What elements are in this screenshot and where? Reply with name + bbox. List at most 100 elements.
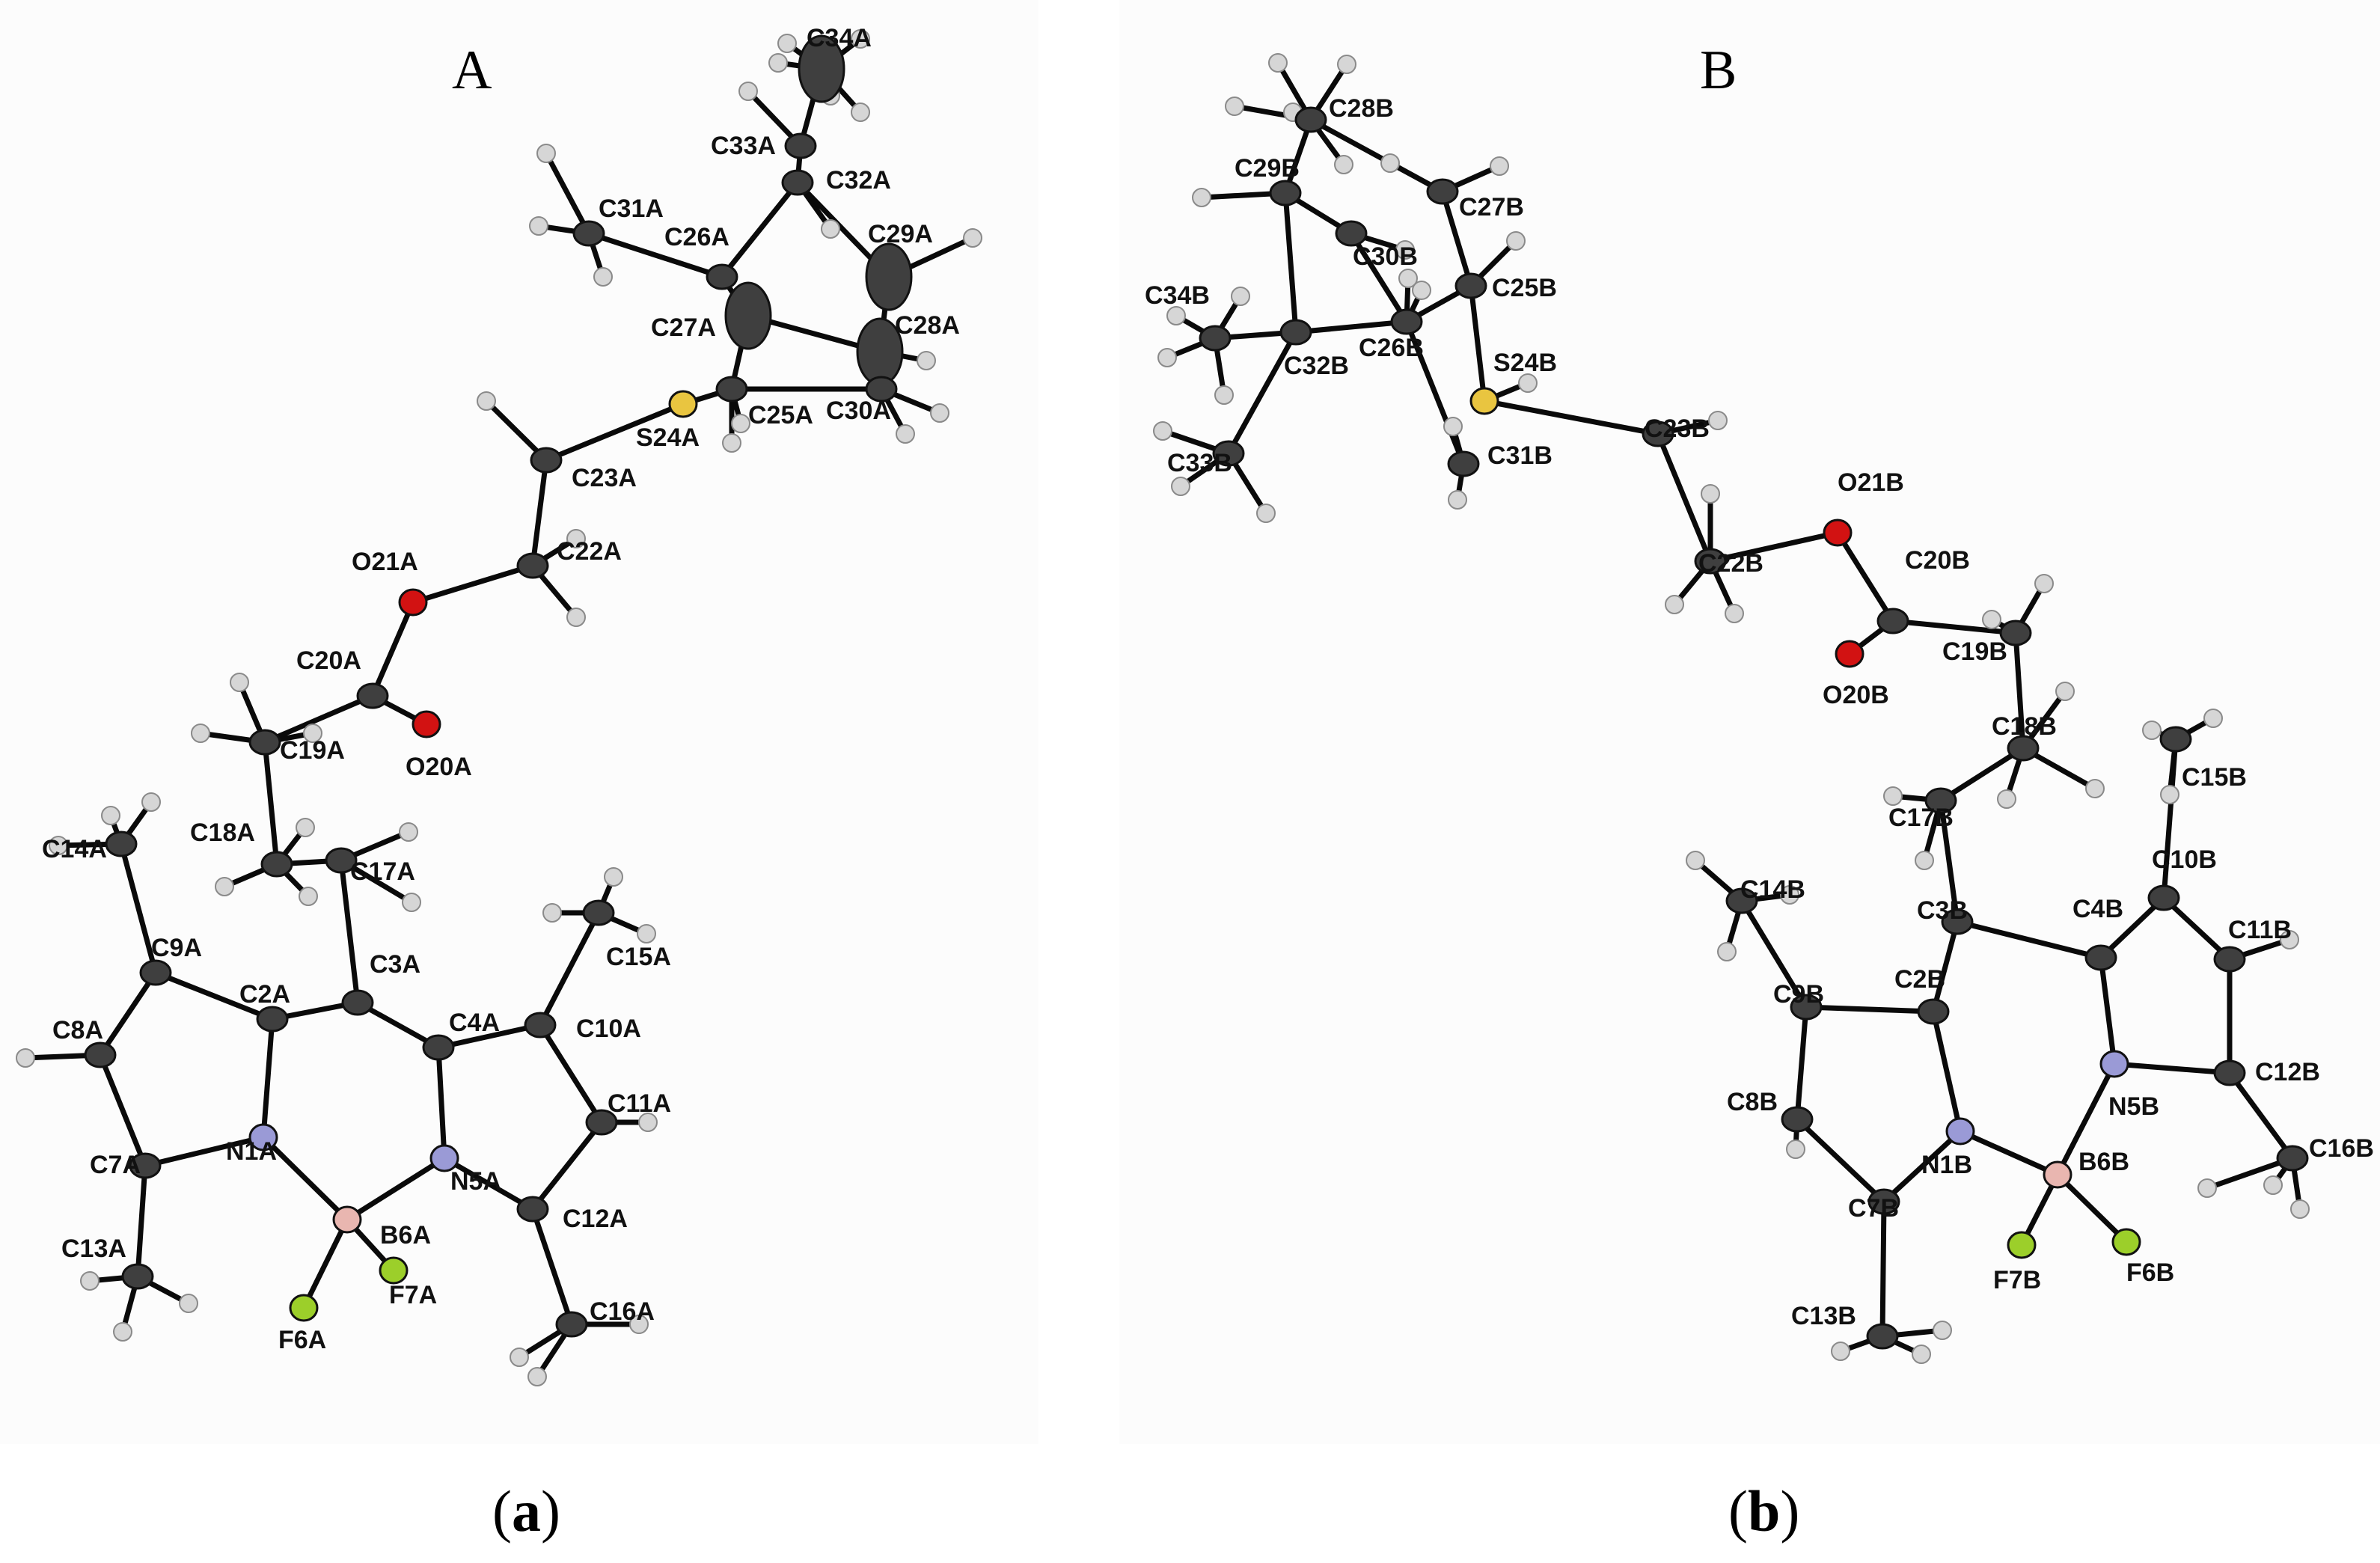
mol-b-atom-c28b	[1294, 106, 1327, 133]
mol-b-bond-c17b-c3b	[1938, 798, 1960, 925]
mol-b-hydrogen-atom-17	[1153, 421, 1172, 441]
mol-a-hydrogen-atom-23	[215, 877, 234, 896]
mol-b-hydrogen-atom-14	[1157, 348, 1177, 367]
mol-a-bond-c12a-n5a	[441, 1155, 536, 1212]
mol-b-bond-b6b-f6b	[2055, 1172, 2129, 1245]
mol-b-atom-c11b	[2213, 946, 2246, 973]
mol-b-hydrogen-atom-21	[1518, 373, 1538, 393]
mol-a-label-c22a: C22A	[557, 537, 622, 566]
mol-b-bond-c26b-c31b	[1404, 319, 1466, 467]
mol-b-label-c19b: C19B	[1942, 637, 2007, 666]
mol-b-hydrogen-atom-38	[1717, 942, 1737, 961]
mol-b-bond-c3b-c4b	[1954, 919, 2104, 961]
mol-b-hydrogen-atom-19	[1256, 504, 1276, 523]
mol-b-hydrogen-atom-23	[1708, 411, 1728, 430]
mol-b-label-c14b: C14B	[1740, 875, 1805, 904]
mol-a-hydrogen-atom-21	[191, 724, 210, 743]
mol-a-label-c10a: C10A	[576, 1015, 641, 1043]
mol-a-hydrogen-atom-17	[477, 391, 496, 411]
mol-b-bond-c8b-c7b	[1794, 1116, 1887, 1205]
mol-a-atom-c3a	[341, 989, 374, 1016]
mol-b-bond-c9b-c14b	[1739, 898, 1809, 1010]
mol-b-bond-c28b-c27b	[1308, 117, 1446, 195]
mol-b-atom-n5b	[2099, 1050, 2129, 1078]
mol-a-bond-o21a-c20a	[370, 599, 416, 699]
mol-b-hydrogen-atom-6	[1334, 155, 1353, 174]
mol-b-hydrogen-atom-32	[2142, 721, 2162, 740]
mol-a-hydrogen-atom-4	[738, 82, 758, 101]
mol-a-label-o21a: O21A	[352, 548, 418, 576]
mol-b-hydrogen-atom-40	[2280, 930, 2299, 949]
mol-b-bond-c29b-c32b	[1282, 190, 1299, 335]
mol-b-atom-c4b	[2084, 944, 2117, 971]
mol-b-bond-o21b-c20b	[1835, 530, 1896, 624]
mol-b-atom-f6b	[2111, 1228, 2141, 1256]
mol-b-bond-n5b-c4b	[2098, 955, 2117, 1067]
mol-a-bond-c9a-c8a	[97, 970, 159, 1058]
mol-b-label-c7b: C7B	[1848, 1194, 1899, 1223]
mol-b-label-b6b: B6B	[2078, 1148, 2129, 1176]
mol-a-hydrogen-atom-12	[917, 351, 936, 370]
mol-b-bond-n1b-b6b	[1957, 1128, 2061, 1178]
mol-b-atom-o20b	[1835, 640, 1864, 668]
mol-a-label-c12a: C12A	[563, 1205, 628, 1233]
mol-b-hydrogen-atom-7	[1380, 153, 1400, 173]
mol-b-bond-c25b-s24b	[1468, 283, 1487, 404]
mol-b-atom-c22b	[1694, 548, 1727, 575]
mol-a-label-c13a: C13A	[61, 1235, 126, 1263]
mol-a-label-c4a: C4A	[449, 1009, 500, 1037]
mol-a-bond-c10a-c11a	[537, 1022, 605, 1125]
mol-a-bond-c12a-c16a	[530, 1206, 575, 1327]
mol-b-hydrogen-atom-26	[1725, 604, 1744, 623]
mol-a-hydrogen-atom-14	[896, 424, 915, 444]
mol-a-hydrogen-atom-41	[527, 1367, 547, 1386]
mol-b-bond-c3b-c2b	[1930, 919, 1960, 1015]
mol-a-hydrogen-atom-13	[930, 403, 949, 423]
mol-b-label-c9b: C9B	[1773, 980, 1824, 1009]
mol-a-label-c18a: C18A	[190, 819, 255, 847]
mol-b-hydrogen-atom-25	[1665, 595, 1684, 614]
mol-a-atom-c34a	[798, 34, 845, 103]
mol-b-hydrogen-atom-10	[1395, 240, 1415, 260]
mol-a-atom-c16a	[555, 1311, 588, 1338]
mol-a-hydrogen-atom-26	[399, 822, 418, 842]
mol-a-label-c8a: C8A	[52, 1016, 103, 1044]
mol-b-atom-c14b	[1725, 887, 1758, 914]
mol-b-label-c31b: C31B	[1487, 441, 1552, 470]
mol-a-bond-c2a-c9a	[153, 970, 275, 1022]
mol-b-atom-f7b	[2007, 1231, 2037, 1259]
mol-a-hydrogen-atom-7	[536, 144, 556, 163]
mol-b-hydrogen-atom-8	[1490, 156, 1509, 176]
mol-b-atom-c31b	[1447, 450, 1480, 477]
mol-a-label-c20a: C20A	[296, 646, 361, 675]
mol-b-atom-o21b	[1823, 519, 1853, 547]
mol-a-hydrogen-atom-35	[638, 1113, 658, 1132]
mol-b-atom-s24b	[1469, 387, 1499, 415]
mol-b-atom-c20b	[1876, 608, 1909, 634]
mol-a-atom-c22a	[516, 552, 549, 579]
mol-b-hydrogen-atom-28	[2034, 574, 2054, 593]
mol-b-label-c18b: C18B	[1992, 712, 2057, 741]
mol-b-label-c3b: C3B	[1917, 896, 1968, 925]
mol-b-bond-c4b-c10b	[2098, 895, 2167, 961]
caption-a-open: (	[492, 1478, 512, 1544]
mol-a-hydrogen-atom-16	[722, 433, 741, 453]
mol-b-atom-c18b	[2007, 735, 2040, 762]
mol-b-atom-c32b	[1279, 319, 1312, 346]
mol-a-bond-b6a-n5a	[344, 1155, 447, 1223]
mol-a-label-b6a: B6A	[380, 1221, 431, 1250]
mol-b-label-c32b: C32B	[1284, 352, 1349, 380]
mol-a-label-f7a: F7A	[389, 1281, 437, 1309]
mol-b-atom-c2b	[1917, 998, 1950, 1025]
mol-b-atom-c26b	[1390, 308, 1423, 335]
mol-b-hydrogen-atom-24	[1701, 484, 1720, 504]
caption-b-open: (	[1728, 1478, 1748, 1544]
mol-b-label-c4b: C4B	[2072, 895, 2123, 923]
mol-b-bond-n1b-c2b	[1930, 1009, 1963, 1134]
mol-a-bond-c8a-c7a	[97, 1052, 148, 1169]
mol-b-label-c27b: C27B	[1459, 193, 1524, 221]
mol-b-hydrogen-atom-47	[1912, 1345, 1931, 1364]
mol-a-atom-c10a	[524, 1012, 557, 1039]
mol-b-hydrogen-atom-45	[1933, 1321, 1952, 1340]
